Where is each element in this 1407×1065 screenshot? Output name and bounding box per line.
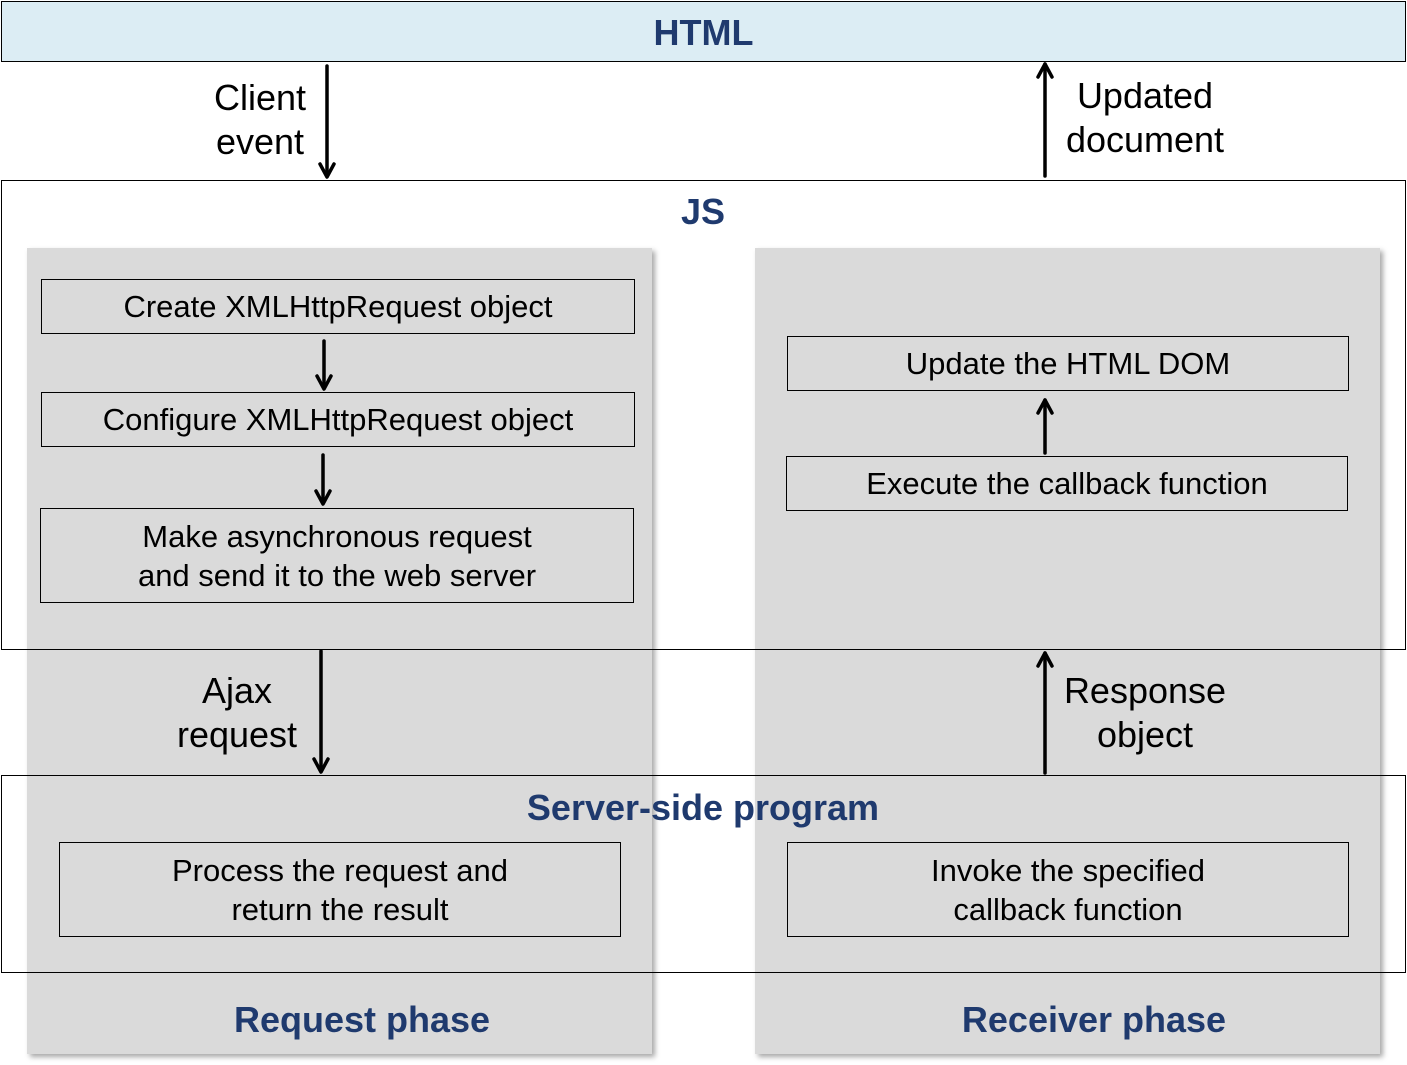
- execute-callback-step: Execute the callback function: [786, 456, 1348, 511]
- process-request-step: Process the request and return the resul…: [59, 842, 621, 937]
- response-object-arrow: [1036, 651, 1054, 775]
- execute-callback-step-text: Execute the callback function: [866, 466, 1268, 501]
- ajax-request-arrow: [312, 649, 330, 774]
- js-layer-title: JS: [680, 191, 726, 232]
- client-event-label: Client event: [213, 77, 307, 162]
- updated-document-label: Updated document: [1065, 75, 1225, 160]
- send-request-step: Make asynchronous request and send it to…: [40, 508, 634, 603]
- process-request-step-text: Process the request and return the resul…: [171, 852, 509, 927]
- request-phase-label: Request phase: [233, 999, 491, 1040]
- client-event-arrow: [318, 64, 336, 179]
- update-dom-step: Update the HTML DOM: [787, 336, 1349, 391]
- js-layer: [1, 180, 1406, 650]
- server-layer-title: Server-side program: [526, 787, 880, 828]
- configure-to-send-arrow: [314, 453, 332, 506]
- create-xhr-step: Create XMLHttpRequest object: [41, 279, 635, 334]
- send-request-step-text: Make asynchronous request and send it to…: [137, 518, 537, 593]
- html-layer: HTML: [1, 1, 1406, 62]
- server-layer: [1, 775, 1406, 973]
- updated-document-arrow: [1036, 62, 1054, 178]
- create-to-configure-arrow: [315, 339, 333, 391]
- configure-xhr-step: Configure XMLHttpRequest object: [41, 392, 635, 447]
- html-layer-title: HTML: [653, 12, 754, 53]
- update-dom-step-text: Update the HTML DOM: [905, 346, 1231, 381]
- configure-xhr-step-text: Configure XMLHttpRequest object: [102, 402, 574, 437]
- callback-to-update-arrow: [1036, 398, 1054, 455]
- receiver-phase-label: Receiver phase: [961, 999, 1227, 1040]
- ajax-request-label: Ajax request: [176, 670, 298, 755]
- invoke-callback-step: Invoke the specified callback function: [787, 842, 1349, 937]
- invoke-callback-step-text: Invoke the specified callback function: [930, 852, 1205, 927]
- response-object-label: Response object: [1063, 670, 1227, 755]
- create-xhr-step-text: Create XMLHttpRequest object: [123, 289, 553, 324]
